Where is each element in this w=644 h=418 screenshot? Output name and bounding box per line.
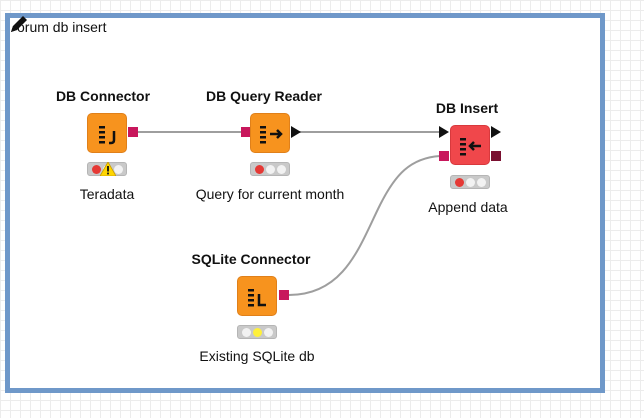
status-light-green — [477, 178, 486, 187]
node-name-db-query-reader: DB Query Reader — [206, 88, 322, 104]
sqlite-connector-status — [237, 325, 277, 339]
node-db-insert[interactable] — [450, 125, 490, 165]
db-connector-icon — [99, 126, 116, 145]
db-query-reader-status — [250, 162, 290, 176]
node-label-db-query-reader[interactable]: Query for current month — [195, 186, 345, 202]
node-name-db-connector: DB Connector — [55, 88, 151, 104]
workflow-annotation[interactable] — [5, 13, 605, 393]
annotation-title: orum db insert — [17, 19, 107, 35]
node-name-sqlite-connector: SQLite Connector — [191, 251, 311, 267]
db-connector-output-port[interactable] — [128, 127, 138, 137]
warning-icon — [100, 162, 116, 176]
status-light-yellow — [253, 328, 262, 337]
node-label-db-connector[interactable]: Teradata — [79, 186, 135, 202]
node-label-sqlite-connector[interactable]: Existing SQLite db — [199, 348, 315, 364]
pencil-icon[interactable] — [8, 13, 30, 35]
db-insert-input-port-data[interactable] — [439, 126, 449, 138]
status-light-yellow — [266, 165, 275, 174]
node-db-query-reader[interactable] — [250, 113, 290, 153]
db-insert-input-port-db[interactable] — [439, 151, 449, 161]
db-insert-status — [450, 175, 490, 189]
status-light-green — [114, 165, 123, 174]
node-label-db-insert[interactable]: Append data — [428, 199, 508, 215]
db-insert-output-port-data[interactable] — [491, 126, 501, 138]
status-light-red — [455, 178, 464, 187]
status-light-green — [277, 165, 286, 174]
db-query-reader-input-port[interactable] — [241, 127, 251, 137]
status-light-red — [242, 328, 251, 337]
status-light-red — [92, 165, 101, 174]
node-db-connector[interactable] — [87, 113, 127, 153]
db-insert-output-port-db[interactable] — [491, 151, 501, 161]
status-light-red — [255, 165, 264, 174]
db-query-reader-output-port[interactable] — [291, 126, 301, 138]
sqlite-connector-icon — [248, 289, 266, 307]
node-sqlite-connector[interactable] — [237, 276, 277, 316]
node-name-db-insert: DB Insert — [435, 100, 499, 116]
sqlite-connector-output-port[interactable] — [279, 290, 289, 300]
status-light-green — [264, 328, 273, 337]
status-light-yellow — [466, 178, 475, 187]
db-query-reader-icon — [260, 126, 283, 144]
db-insert-icon — [460, 138, 481, 156]
